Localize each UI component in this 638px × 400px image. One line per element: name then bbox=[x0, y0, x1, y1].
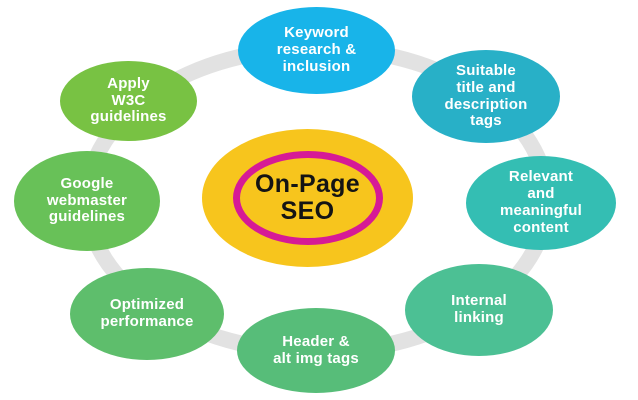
node-optimized-performance-label: Optimized performance bbox=[100, 296, 194, 330]
node-header-alt-img-tags-label: Header & alt img tags bbox=[273, 332, 359, 367]
node-relevant-content: Relevant and meaningful content bbox=[466, 156, 616, 250]
node-internal-linking: Internal linking bbox=[405, 264, 553, 356]
center-hub-ring: On-Page SEO bbox=[232, 151, 383, 245]
node-google-webmaster-label: Google webmaster guidelines bbox=[46, 174, 128, 226]
node-google-webmaster: Google webmaster guidelines bbox=[14, 151, 160, 251]
node-internal-linking-label: Internal linking bbox=[451, 292, 507, 326]
center-hub: On-Page SEO bbox=[202, 129, 413, 267]
node-keyword-research: Keyword research & inclusion bbox=[238, 7, 395, 94]
node-title-description-tags-label: Suitable title and description tags bbox=[444, 61, 528, 130]
center-hub-label: On-Page SEO bbox=[255, 170, 360, 225]
node-optimized-performance: Optimized performance bbox=[70, 268, 224, 360]
node-relevant-content-label: Relevant and meaningful content bbox=[499, 168, 582, 236]
node-title-description-tags: Suitable title and description tags bbox=[412, 50, 560, 143]
node-keyword-research-label: Keyword research & inclusion bbox=[276, 24, 357, 75]
node-header-alt-img-tags: Header & alt img tags bbox=[237, 308, 395, 393]
node-w3c-guidelines-label: Apply W3C guidelines bbox=[90, 74, 167, 126]
node-w3c-guidelines: Apply W3C guidelines bbox=[60, 61, 197, 141]
